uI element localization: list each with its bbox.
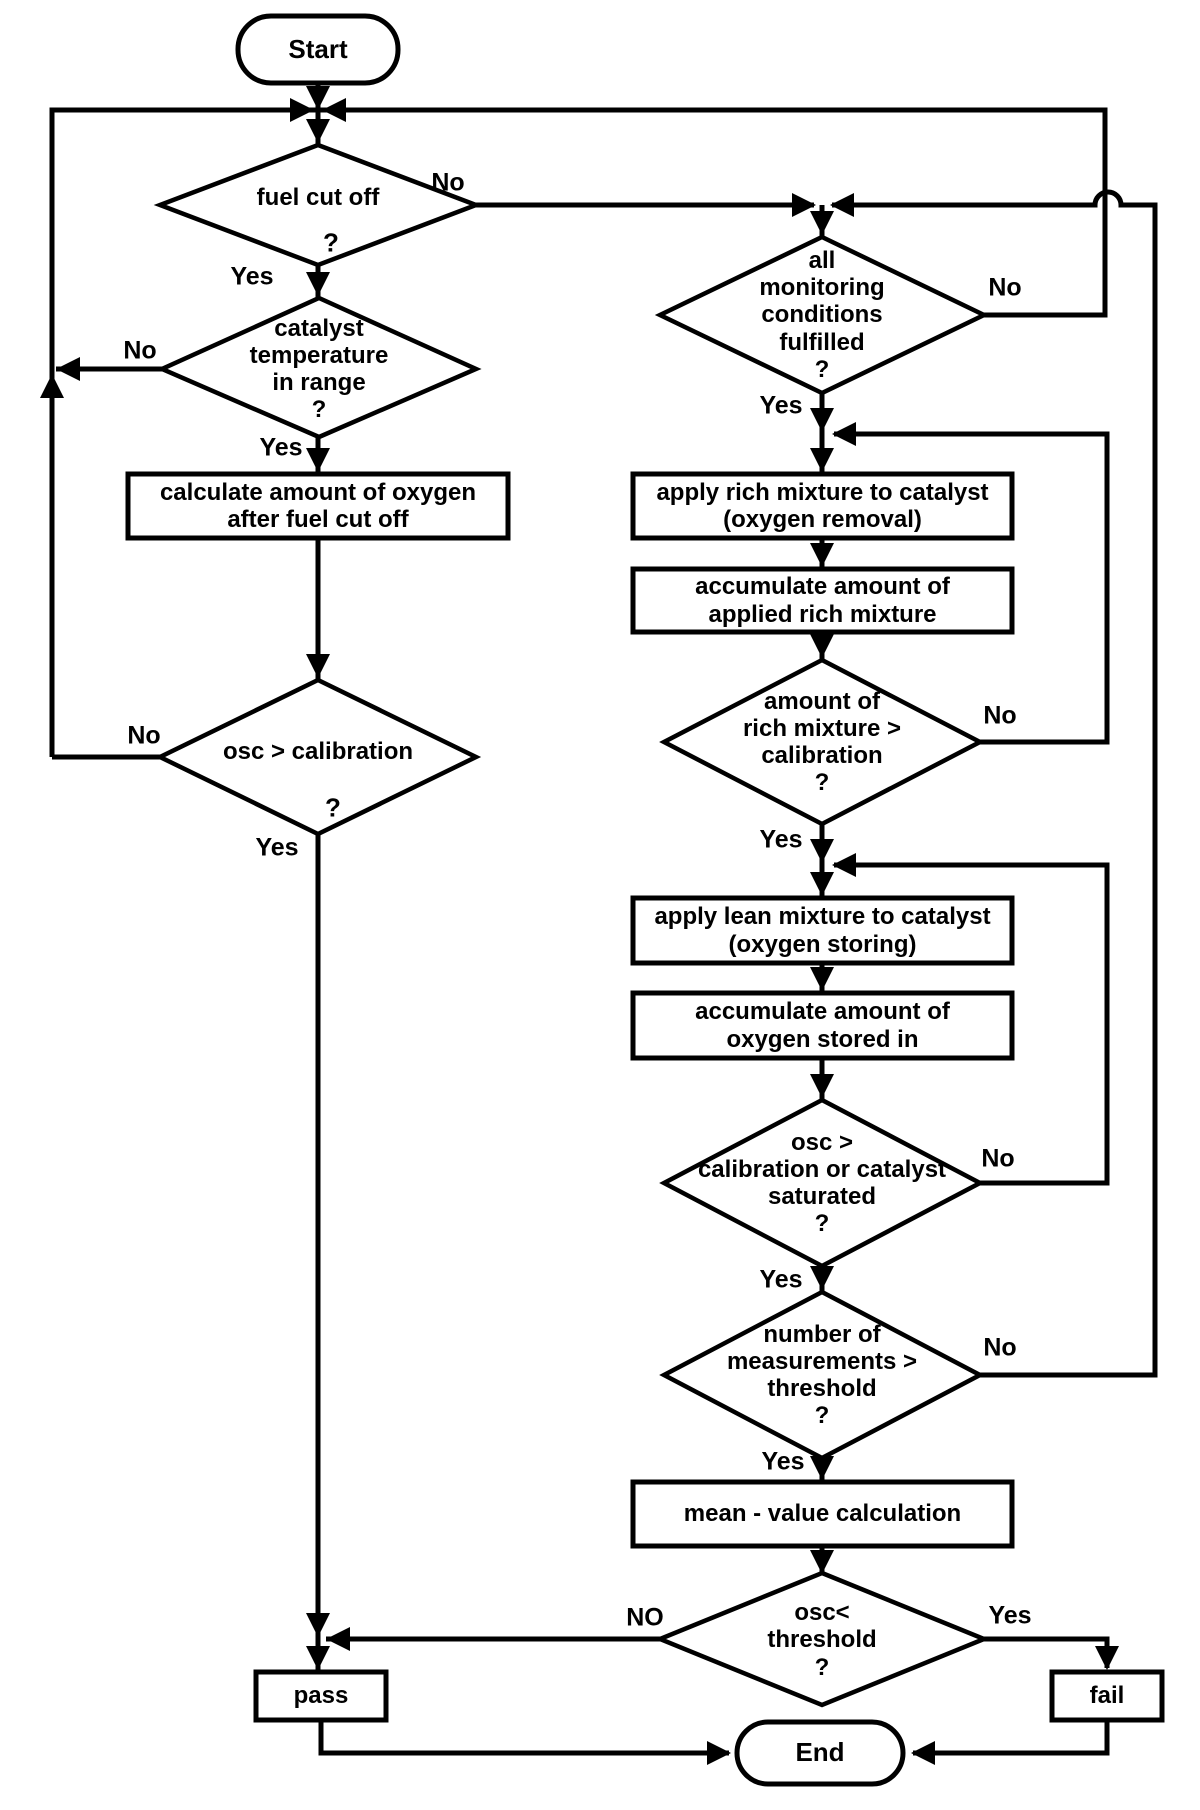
edge-pass-to-end (318, 1720, 729, 1756)
process-accumulate-rich-shape (630, 566, 1015, 635)
edge-final-yes (984, 1636, 1110, 1668)
decision-osc-threshold-shape (654, 1570, 990, 1708)
process-mean-value-shape (630, 1479, 1015, 1549)
decision-monitoring-conditions-shape (654, 234, 990, 396)
process-pass-shape (253, 1669, 389, 1723)
process-calculate-oxygen-shape (125, 471, 511, 541)
terminal-start-shape (235, 13, 401, 86)
process-accumulate-oxygen-shape (630, 990, 1015, 1061)
decision-rich-mixture-shape (659, 657, 985, 827)
process-fail-shape (1049, 1669, 1165, 1723)
edge-rich-no-return (834, 431, 1110, 745)
decision-fuel-cut-off-shape (153, 142, 483, 268)
process-apply-rich-shape (630, 471, 1015, 541)
process-apply-lean-shape (630, 895, 1015, 966)
arrowheads (40, 86, 1119, 1765)
terminal-end-shape (734, 1719, 906, 1787)
decision-measurements-shape (659, 1289, 985, 1461)
edge-fail-to-end (913, 1720, 1110, 1756)
edge-oscsat-no-return (834, 862, 1110, 1186)
edge-measurements-no-return (832, 189, 1158, 1378)
edge-outer-loop (49, 107, 1108, 757)
decision-catalyst-temperature-shape (156, 295, 482, 440)
decision-osc-saturated-shape (659, 1097, 985, 1269)
decision-osc-calibration-shape (154, 677, 482, 837)
